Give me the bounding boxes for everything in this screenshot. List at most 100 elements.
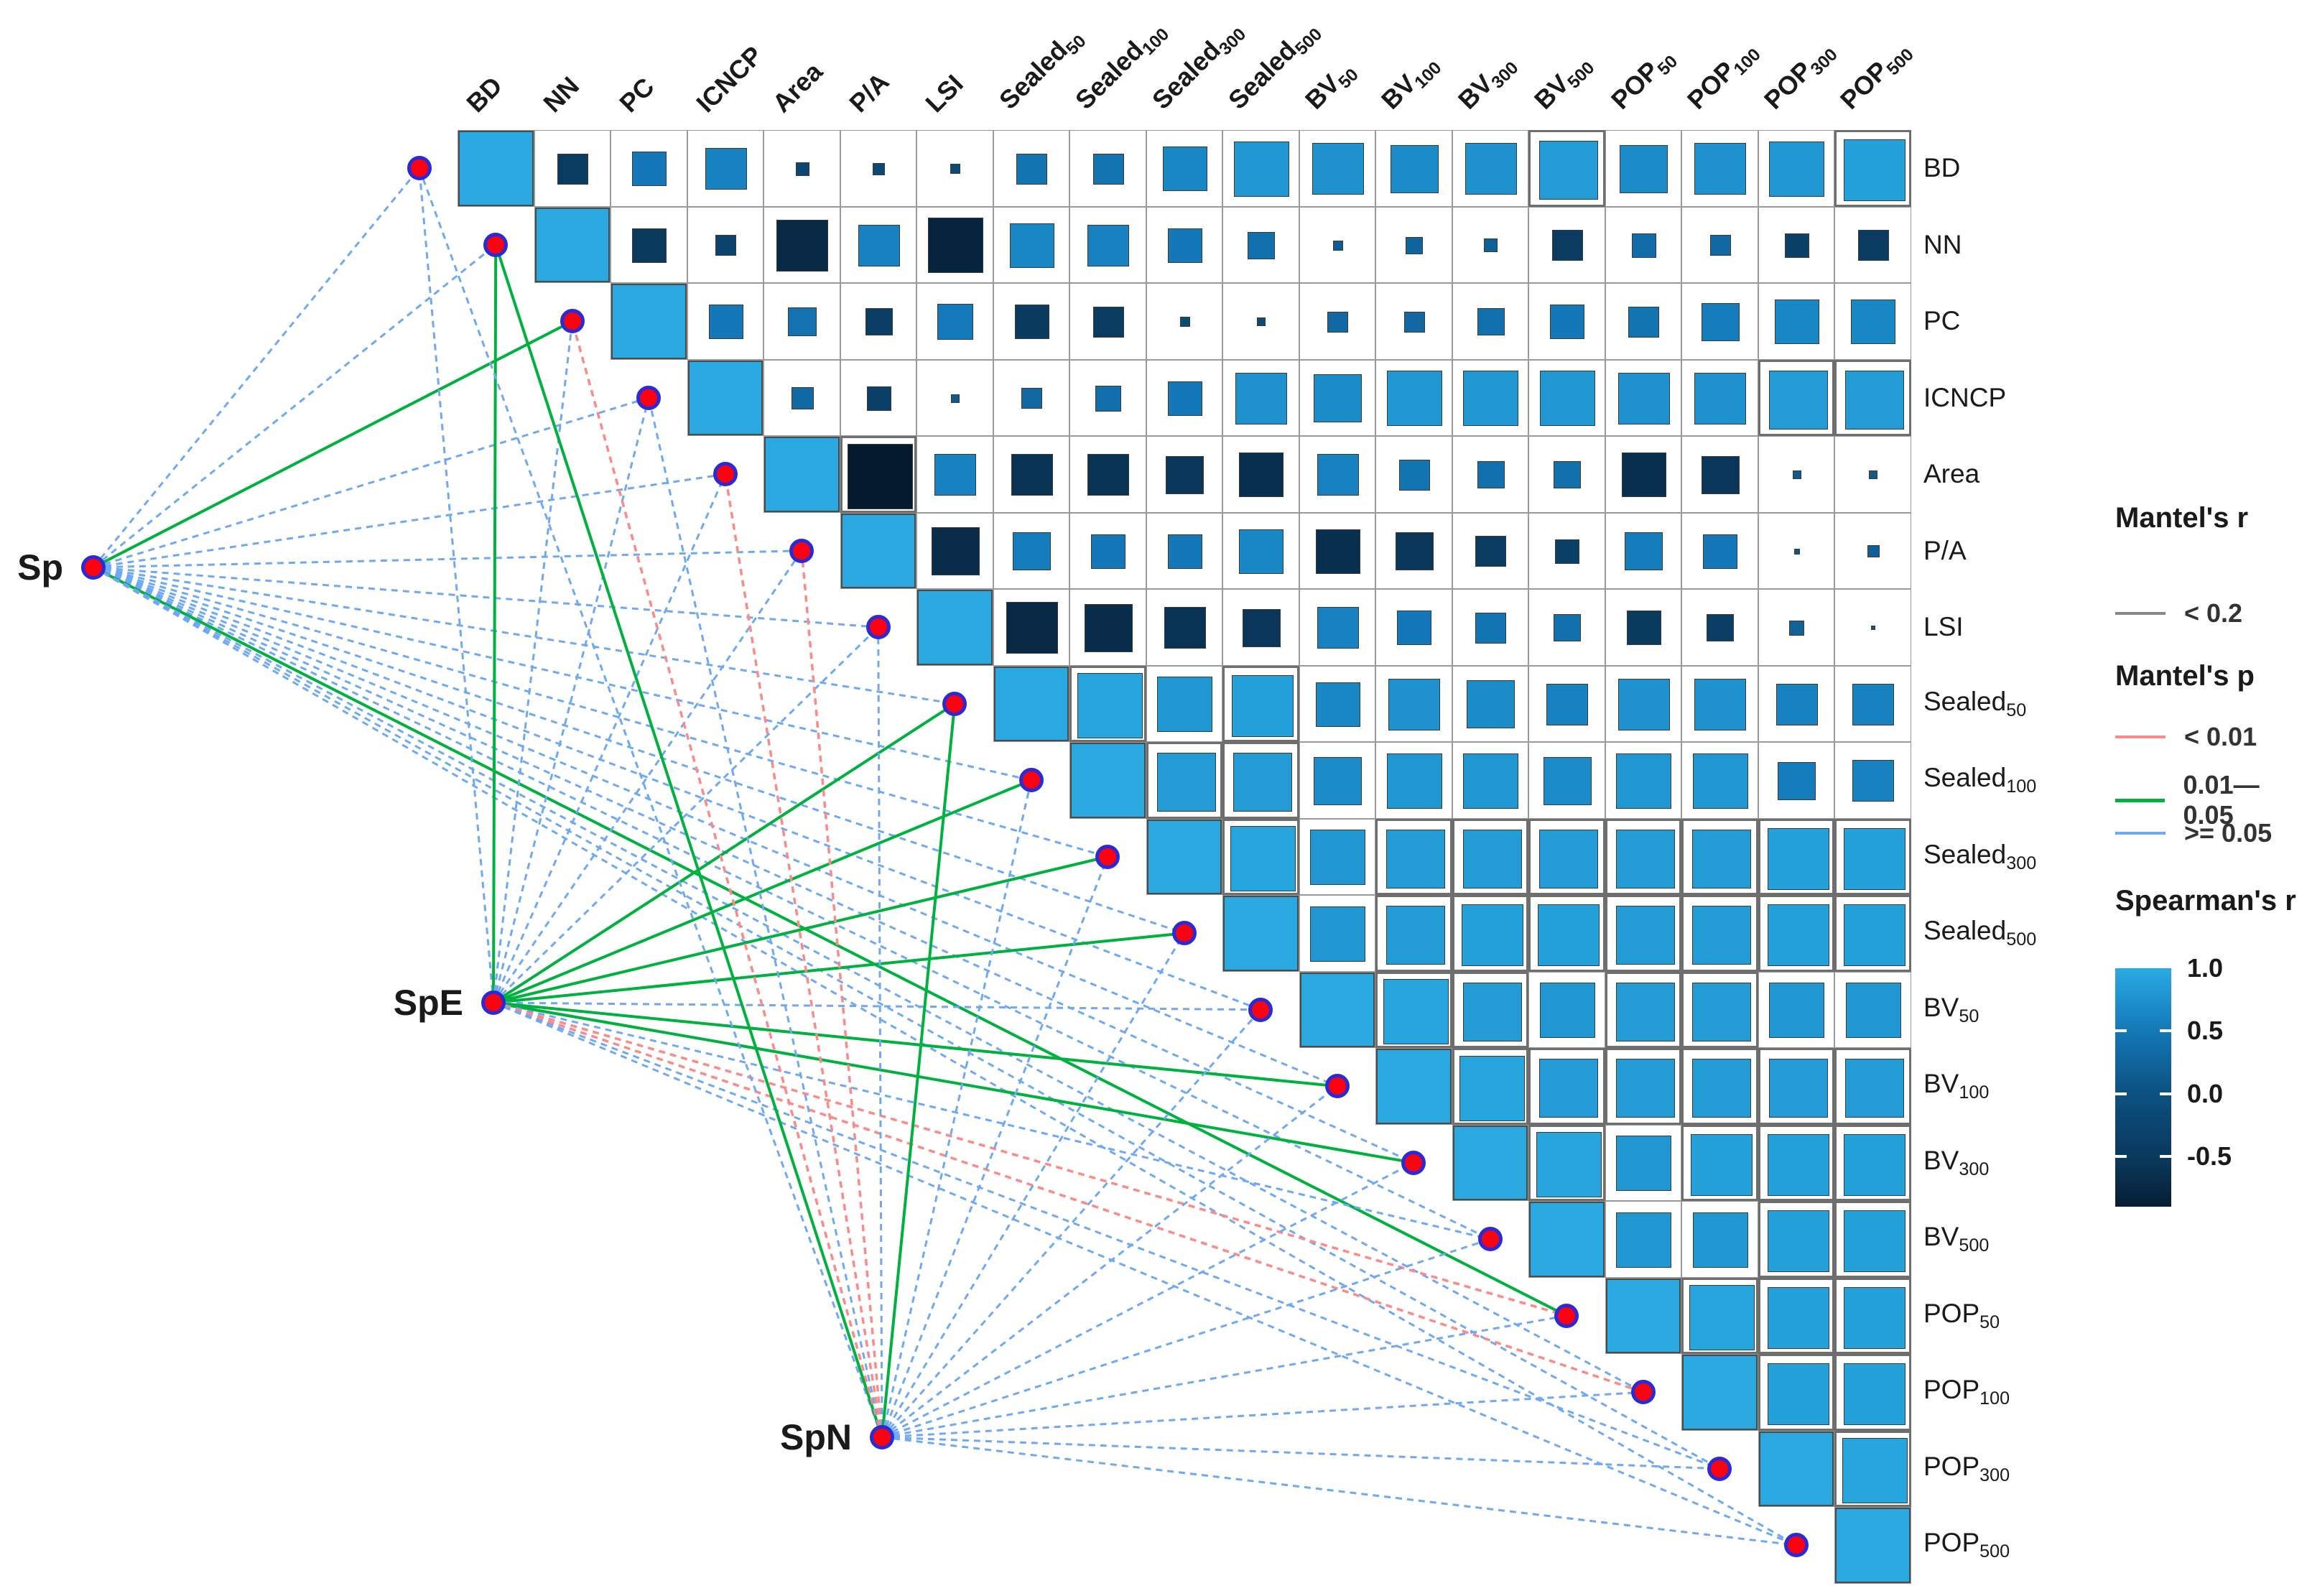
matrix-cell	[1605, 589, 1681, 666]
matrix-cell	[1069, 130, 1146, 207]
correlation-square	[1844, 1210, 1906, 1273]
row-label: P/A	[1923, 535, 1967, 565]
correlation-square	[1844, 1286, 1906, 1349]
matrix-cell	[1069, 206, 1146, 283]
correlation-square	[1539, 829, 1599, 889]
diagonal-square	[534, 207, 610, 282]
matrix-cell	[1758, 130, 1834, 207]
matrix-anchor-node	[1171, 921, 1197, 946]
matrix-cell	[1605, 1201, 1681, 1278]
correlation-square	[1554, 614, 1582, 642]
matrix-cell	[1222, 130, 1299, 207]
matrix-cell	[1834, 1430, 1911, 1507]
correlation-square	[1536, 1132, 1602, 1198]
matrix-cell	[993, 206, 1069, 283]
row-label: Sealed100	[1923, 763, 2037, 797]
matrix-cell	[1605, 971, 1681, 1048]
correlation-square	[1768, 1059, 1828, 1118]
row-label: BV100	[1923, 1069, 1990, 1103]
legend-item-mantel-p: 0.01—0.05	[2115, 770, 2307, 830]
matrix-anchor-node	[1401, 1150, 1426, 1175]
matrix-cell	[1834, 971, 1911, 1048]
matrix-cell	[1834, 1048, 1911, 1125]
matrix-cell	[1222, 359, 1299, 436]
mantel-link	[493, 1001, 1491, 1240]
row-label: PC	[1923, 306, 1961, 336]
matrix-cell	[1834, 589, 1911, 666]
matrix-cell	[916, 512, 993, 589]
correlation-square	[1844, 827, 1906, 890]
correlation-square	[1084, 603, 1133, 652]
correlation-square	[1767, 827, 1829, 890]
matrix-cell	[1528, 1124, 1605, 1201]
matrix-cell	[1681, 1277, 1758, 1354]
correlation-square	[1006, 602, 1058, 654]
legend-entry-label: < 0.01	[2184, 722, 2257, 751]
source-node-sp	[81, 555, 106, 580]
correlation-square	[1539, 371, 1595, 427]
source-node-spn	[870, 1425, 894, 1449]
correlation-square	[1009, 223, 1054, 268]
diagonal-square	[1835, 1508, 1911, 1583]
correlation-square	[1315, 529, 1360, 574]
matrix-cell	[611, 130, 687, 207]
matrix-cell	[1681, 589, 1758, 666]
matrix-anchor-node	[712, 462, 738, 487]
correlation-square	[1551, 230, 1583, 261]
correlation-square	[1844, 904, 1906, 967]
matrix-cell	[1758, 742, 1834, 819]
correlation-square	[858, 224, 900, 266]
correlation-square	[1406, 236, 1424, 254]
matrix-cell	[1222, 283, 1299, 360]
diagonal-square	[458, 131, 534, 206]
matrix-cell	[1452, 1048, 1528, 1125]
correlation-square	[1692, 753, 1748, 809]
matrix-diagonal-cell	[1375, 1048, 1452, 1125]
correlation-square	[1467, 680, 1515, 729]
matrix-cell	[1758, 589, 1834, 666]
correlation-square	[1768, 370, 1828, 430]
correlation-square	[1546, 683, 1589, 725]
correlation-square	[1077, 673, 1143, 739]
correlation-square	[1844, 1133, 1906, 1196]
matrix-cell	[1605, 512, 1681, 589]
mantel-link	[881, 1391, 1643, 1439]
matrix-diagonal-cell	[1069, 742, 1146, 819]
matrix-cell	[763, 359, 840, 436]
matrix-cell	[1834, 1124, 1911, 1201]
correlation-square	[557, 153, 589, 185]
correlation-square	[1694, 372, 1747, 424]
mantel-link	[93, 473, 725, 569]
matrix-cell	[993, 436, 1069, 513]
correlation-square	[950, 164, 961, 175]
correlation-square	[1845, 1059, 1905, 1118]
matrix-cell	[1299, 895, 1375, 972]
correlation-square	[1395, 532, 1434, 571]
matrix-cell	[1528, 359, 1605, 436]
row-label: Sealed300	[1923, 839, 2037, 873]
matrix-cell	[1834, 1201, 1911, 1278]
matrix-cell	[1299, 359, 1375, 436]
matrix-cell	[840, 206, 916, 283]
correlation-square	[1775, 683, 1818, 725]
correlation-square	[1767, 1286, 1829, 1349]
matrix-cell	[1222, 512, 1299, 589]
correlation-square	[1463, 371, 1519, 427]
matrix-anchor-node	[1095, 844, 1120, 869]
matrix-cell	[1758, 818, 1834, 895]
mantel-link	[492, 244, 498, 1003]
matrix-cell	[1758, 1354, 1834, 1431]
matrix-cell	[687, 283, 763, 360]
matrix-cell	[1528, 1048, 1605, 1125]
matrix-cell	[1605, 206, 1681, 283]
matrix-cell	[1146, 665, 1222, 742]
correlation-square	[1235, 372, 1288, 424]
matrix-cell	[1452, 895, 1528, 972]
diagonal-square	[687, 360, 763, 435]
spearman-colorbar	[2115, 968, 2171, 1207]
correlation-square	[848, 443, 914, 509]
correlation-square	[1707, 614, 1735, 642]
diagonal-square	[1376, 1049, 1452, 1124]
row-label: Area	[1923, 459, 1980, 489]
